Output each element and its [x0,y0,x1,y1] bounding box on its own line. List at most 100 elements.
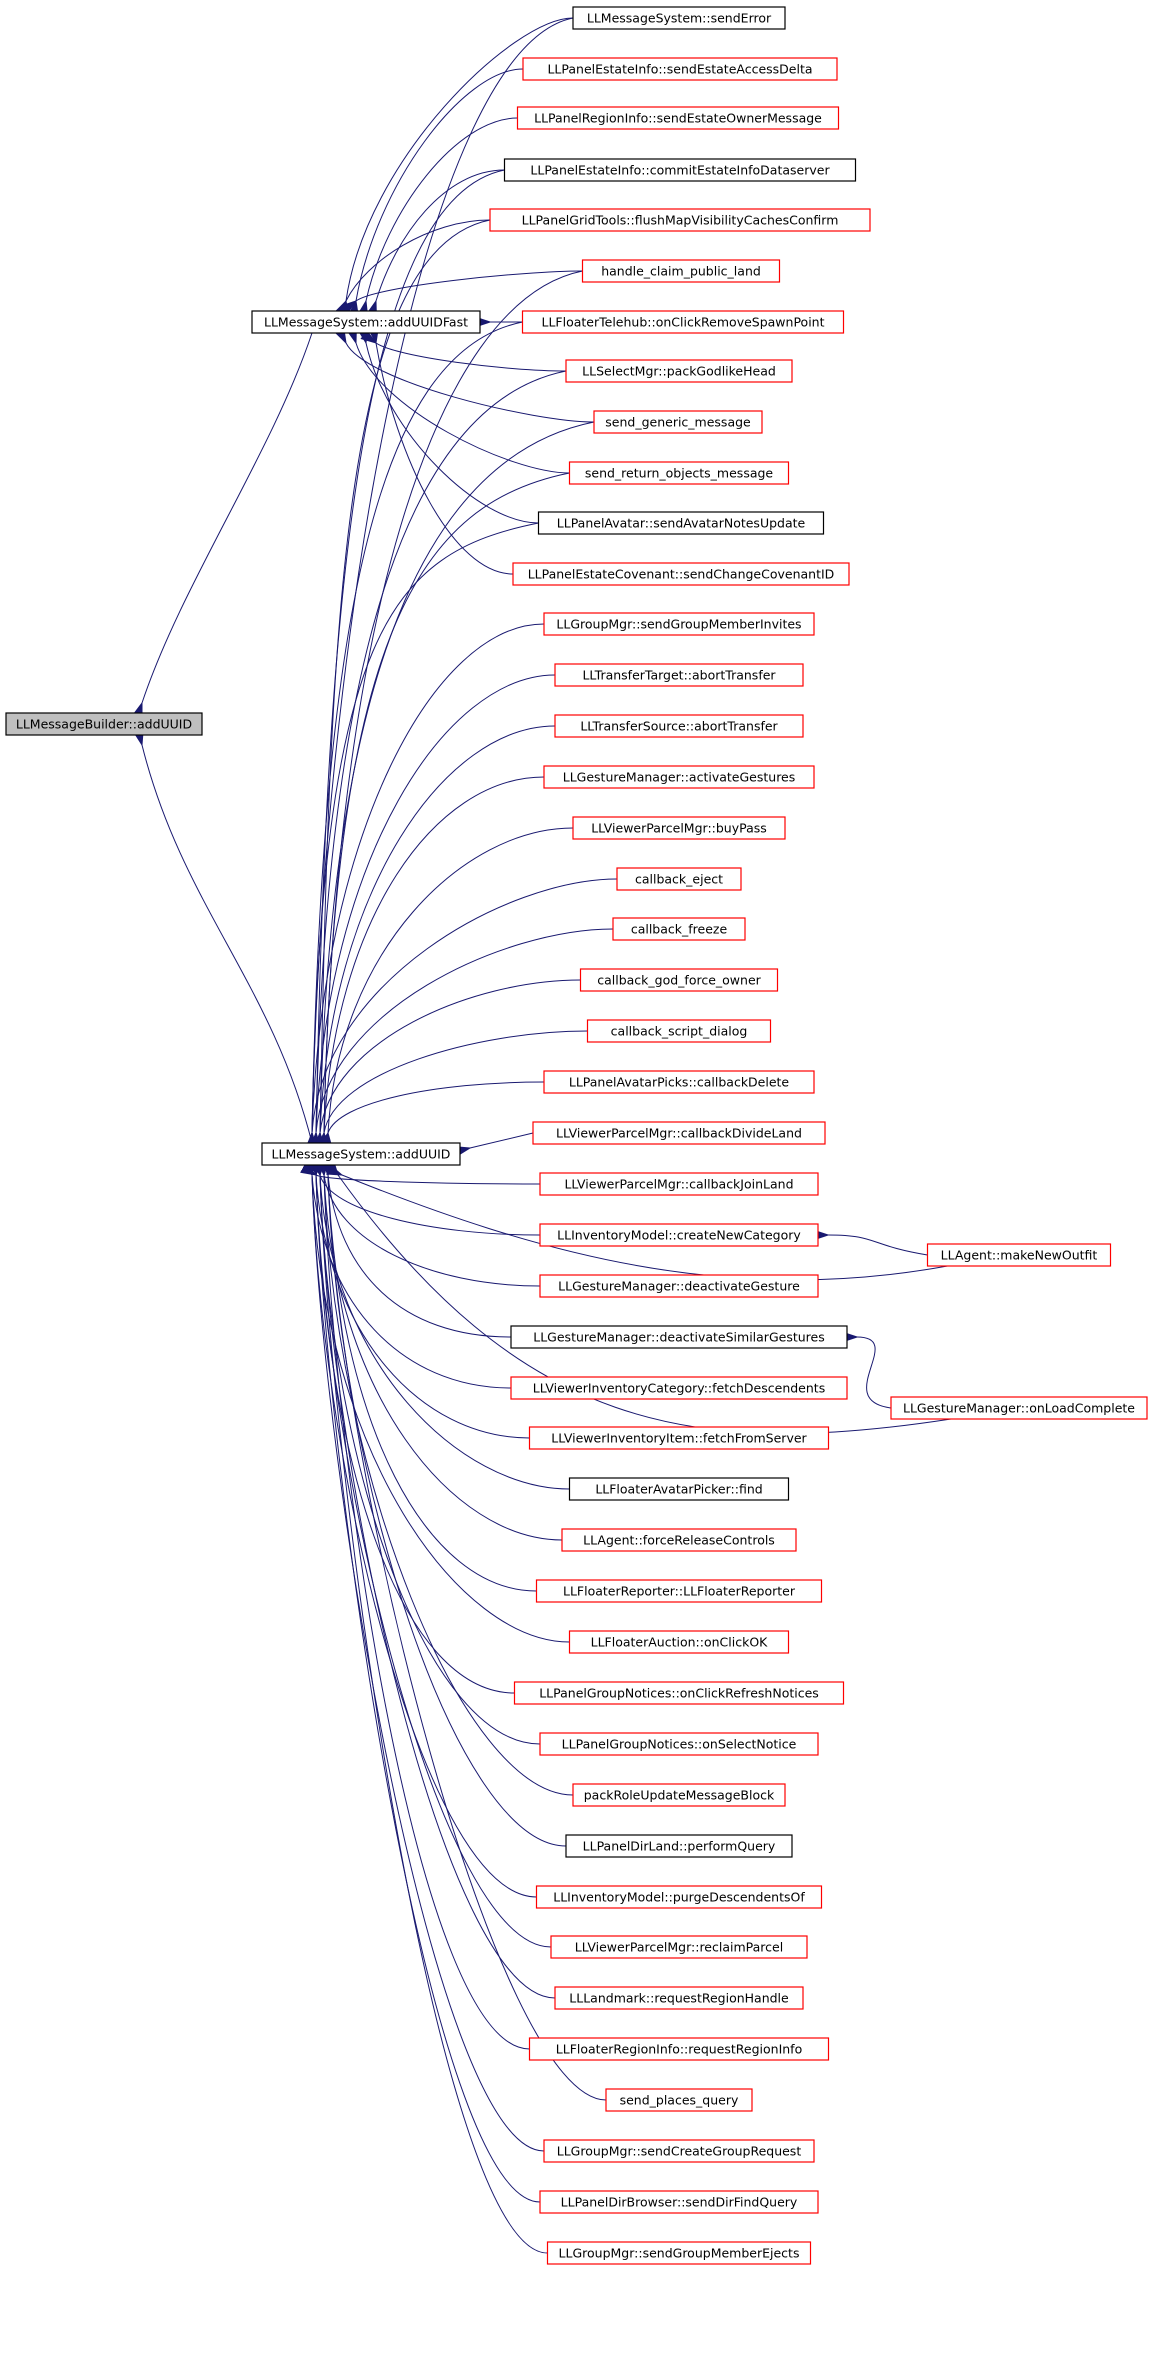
edge-to-addUUIDFast [356,343,570,474]
node-box [543,2139,815,2163]
node-llfloaterregioninfo-requestregioninfo[interactable]: LLFloaterRegionInfo::requestRegionInfo [528,2037,830,2061]
edge-to-addUUIDFast [366,117,518,301]
node-callback-god-force-owner[interactable]: callback_god_force_owner [579,968,779,992]
edge-addUUID-to-root [142,745,313,1144]
node-box [612,917,746,941]
node-llgroupmgr-sendgroupmemberinvites[interactable]: LLGroupMgr::sendGroupMemberInvites [543,612,815,636]
node-label: LLGestureManager::deactivateSimilarGestu… [533,1330,824,1345]
node-llmessagebuilder-adduuid[interactable]: LLMessageBuilder::addUUID [5,712,203,736]
node-label: LLInventoryModel::purgeDescendentsOf [553,1890,805,1905]
node-box [579,968,779,992]
node-callback-eject[interactable]: callback_eject [616,867,742,891]
node-label: LLMessageSystem::addUUID [272,1147,451,1162]
node-callback-freeze[interactable]: callback_freeze [612,917,746,941]
node-llpanelgroupnotices-onselectnotice[interactable]: LLPanelGroupNotices::onSelectNotice [539,1732,819,1756]
node-llpanelestateinfo-commitestateinfodataserver[interactable]: LLPanelEstateInfo::commitEstateInfoDatas… [503,158,857,182]
node-label: LLPanelEstateInfo::sendEstateAccessDelta [547,62,812,77]
node-label: LLInventoryModel::createNewCategory [557,1228,801,1243]
node-label: LLFloaterReporter::LLFloaterReporter [563,1584,796,1599]
node-box [503,158,857,182]
edge-to-addUUID [324,1175,530,2050]
node-handle-claim-public-land[interactable]: handle_claim_public_land [581,259,781,283]
node-llpanelregioninfo-sendestateownermessage[interactable]: LLPanelRegionInfo::sendEstateOwnerMessag… [516,106,840,130]
node-label: send_generic_message [605,415,751,430]
edge-to-addUUID [328,1081,545,1133]
node-callback-script-dialog[interactable]: callback_script_dialog [586,1019,772,1043]
edge-to-addUUID [328,1175,512,1338]
edges-layer [142,17,952,2254]
edge-onLoadComplete-to-addUUID [338,1175,952,1435]
edge-to-addUUID [312,1175,570,1643]
node-send-return-objects-message[interactable]: send_return_objects_message [568,461,790,485]
node-llagent-makenewoutfit[interactable]: LLAgent::makeNewOutfit [926,1243,1112,1267]
edge-to-addUUIDFast [346,343,595,423]
edge-to-addUUID [312,522,539,1133]
node-label: LLAgent::makeNewOutfit [941,1248,1098,1263]
edge-to-addUUID [470,1132,534,1148]
node-label: LLTransferSource::abortTransfer [580,719,778,734]
node-llfloateravatarpicker-find[interactable]: LLFloaterAvatarPicker::find [568,1477,790,1501]
node-label: packRoleUpdateMessageBlock [584,1788,775,1803]
node-box [261,1142,461,1166]
node-llpanelavatarpicks-callbackdelete[interactable]: LLPanelAvatarPicks::callbackDelete [543,1070,815,1094]
node-llpanelestatecovenant-sendchangecovenantid[interactable]: LLPanelEstateCovenant::sendChangeCovenan… [512,562,850,586]
node-box [926,1243,1112,1267]
node-llmessagesystem-adduuid[interactable]: LLMessageSystem::addUUID [261,1142,461,1166]
node-llviewerparcelmgr-reclaimparcel[interactable]: LLViewerParcelMgr::reclaimParcel [550,1935,808,1959]
node-lltransfersource-aborttransfer[interactable]: LLTransferSource::abortTransfer [554,714,804,738]
node-label: LLViewerParcelMgr::callbackDivideLand [556,1126,802,1141]
node-llpaneldirland-performquery[interactable]: LLPanelDirLand::performQuery [565,1834,793,1858]
node-send-generic-message[interactable]: send_generic_message [593,410,763,434]
node-llfloaterauction-onclickok[interactable]: LLFloaterAuction::onClickOK [568,1630,790,1654]
node-llpaneldirbrowser-senddirfindquery[interactable]: LLPanelDirBrowser::sendDirFindQuery [539,2190,819,2214]
node-label: LLMessageSystem::sendError [587,11,772,26]
node-llgesturemanager-deactivatesimilargestures[interactable]: LLGestureManager::deactivateSimilarGestu… [510,1325,848,1349]
node-lllandmark-requestregionhandle[interactable]: LLLandmark::requestRegionHandle [554,1986,804,2010]
edge-makeNewOutfit-to-createNewCategory [828,1235,928,1256]
node-llgesturemanager-activategestures[interactable]: LLGestureManager::activateGestures [543,765,815,789]
node-label: LLPanelEstateInfo::commitEstateInfoDatas… [530,163,830,178]
node-box [572,816,786,840]
node-llviewerparcelmgr-buypass[interactable]: LLViewerParcelMgr::buyPass [572,816,786,840]
edge-to-addUUID [324,776,545,1133]
node-box [568,1477,790,1501]
node-llviewerparcelmgr-callbackjoinland[interactable]: LLViewerParcelMgr::callbackJoinLand [539,1172,819,1196]
node-send-places-query[interactable]: send_places_query [605,2088,753,2112]
node-box [535,1579,823,1603]
node-llviewerinventoryitem-fetchfromserver[interactable]: LLViewerInventoryItem::fetchFromServer [528,1426,830,1450]
node-llpanelgroupnotices-onclickrefreshnotices[interactable]: LLPanelGroupNotices::onClickRefreshNotic… [513,1681,845,1705]
node-label: LLPanelGroupNotices::onSelectNotice [562,1737,797,1752]
node-box [528,1426,830,1450]
node-llmessagesystem-adduuidfast[interactable]: LLMessageSystem::addUUIDFast [251,310,481,334]
node-llviewerinventorycategory-fetchdescendents[interactable]: LLViewerInventoryCategory::fetchDescende… [510,1376,848,1400]
node-llfloaterreporter-llfloaterreporter[interactable]: LLFloaterReporter::LLFloaterReporter [535,1579,823,1603]
node-packroleupdatemessageblock[interactable]: packRoleUpdateMessageBlock [572,1783,786,1807]
node-box [586,1019,772,1043]
node-llgroupmgr-sendgroupmemberejects[interactable]: LLGroupMgr::sendGroupMemberEjects [546,2241,812,2265]
node-llagent-forcereleasecontrols[interactable]: LLAgent::forceReleaseControls [561,1528,797,1552]
node-llinventorymodel-purgedescendentsof[interactable]: LLInventoryModel::purgeDescendentsOf [535,1885,823,1909]
node-llgesturemanager-onloadcomplete[interactable]: LLGestureManager::onLoadComplete [890,1396,1148,1420]
node-llpanelavatar-sendavatarnotesupdate[interactable]: LLPanelAvatar::sendAvatarNotesUpdate [537,511,825,535]
node-label: LLFloaterTelehub::onClickRemoveSpawnPoin… [542,315,825,330]
node-label: callback_god_force_owner [597,973,761,988]
node-llmessagesystem-senderror[interactable]: LLMessageSystem::sendError [572,6,786,30]
edge-to-addUUID [328,1175,607,2101]
node-llfloatertelehub-onclickremovespawnpoint[interactable]: LLFloaterTelehub::onClickRemoveSpawnPoin… [521,310,845,334]
node-llselectmgr-packgodlikehead[interactable]: LLSelectMgr::packGodlikeHead [565,359,793,383]
edge-to-addUUID [324,472,570,1133]
node-box [543,612,815,636]
node-llinventorymodel-createnewcategory[interactable]: LLInventoryModel::createNewCategory [539,1223,819,1247]
edge-to-addUUID [324,1175,574,1796]
node-llpanelgridtools-flushmapvisibilitycachesconfirm[interactable]: LLPanelGridTools::flushMapVisibilityCach… [489,208,871,232]
node-box [521,310,845,334]
node-box [543,765,815,789]
node-llpanelestateinfo-sendestateaccessdelta[interactable]: LLPanelEstateInfo::sendEstateAccessDelta [522,57,838,81]
node-box [565,359,793,383]
node-llgesturemanager-deactivategesture[interactable]: LLGestureManager::deactivateGesture [539,1274,819,1298]
node-lltransfertarget-aborttransfer[interactable]: LLTransferTarget::abortTransfer [554,663,804,687]
edge-to-addUUID [320,1175,570,1490]
nodes-layer: LLMessageBuilder::addUUIDLLMessageSystem… [5,6,1148,2265]
node-llgroupmgr-sendcreategrouprequest[interactable]: LLGroupMgr::sendCreateGroupRequest [543,2139,815,2163]
node-llviewerparcelmgr-callbackdivideland[interactable]: LLViewerParcelMgr::callbackDivideLand [532,1121,826,1145]
